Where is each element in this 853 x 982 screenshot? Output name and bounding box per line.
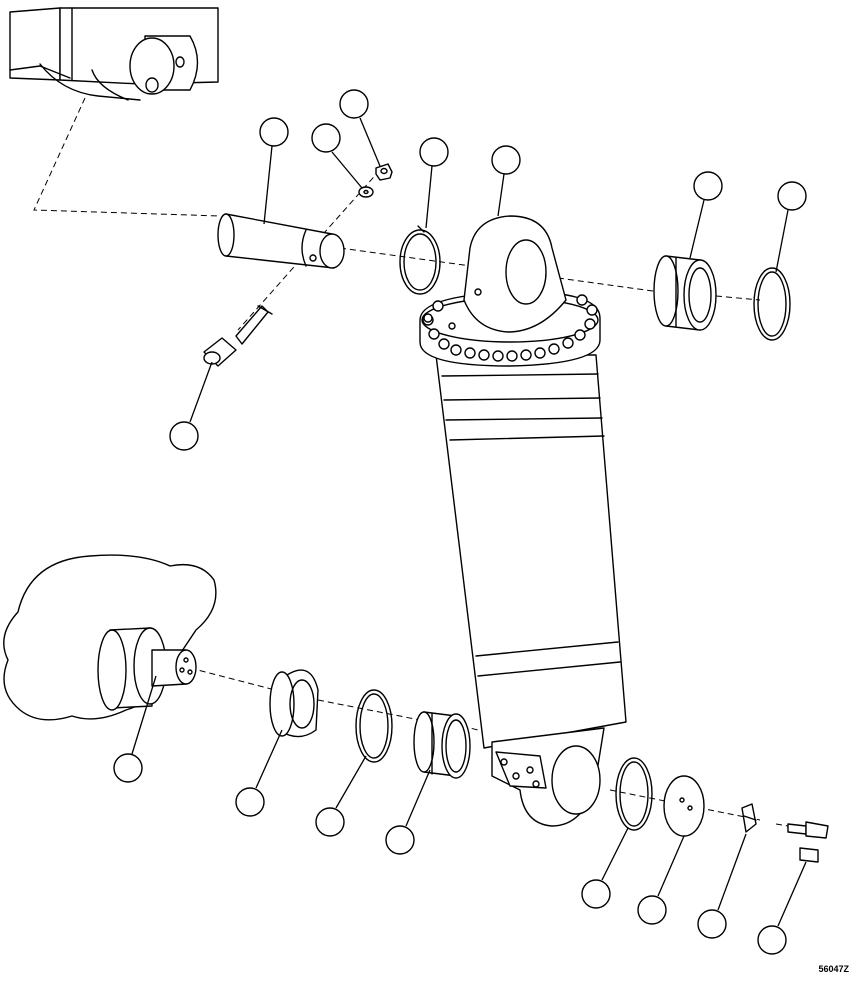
callout-upper-snap-ring-right (775, 181, 807, 273)
lower-spherical-bearing (413, 711, 471, 779)
assembly-centerlines (33, 97, 801, 829)
callout-upper-bearing (689, 171, 723, 259)
cap-screw-upper (787, 821, 829, 839)
lower-seal-spacer (269, 669, 319, 738)
lower-snap-ring-left (355, 689, 393, 763)
upper-spherical-bearing (653, 255, 717, 331)
callout-retainer-plate (637, 835, 685, 925)
callout-bolt (169, 361, 213, 451)
callout-lower-snap-ring-left (315, 755, 367, 837)
callout-lower-snap-ring-right (581, 827, 629, 909)
pivot-pin (217, 213, 345, 269)
retaining-bolt (203, 305, 273, 367)
upper-snap-ring-left (399, 225, 441, 295)
callout-pin (259, 117, 289, 225)
lower-mounting-boss (3, 554, 217, 721)
callout-cap-screw (757, 861, 807, 955)
callout-lower-bearing (385, 769, 431, 855)
retainer-plate (663, 775, 705, 837)
lower-snap-ring-right (615, 757, 653, 831)
cap-screw-lower (799, 847, 819, 863)
callout-lock-plate (697, 833, 747, 939)
callout-cylinder (491, 145, 521, 217)
upper-snap-ring-right (753, 267, 791, 341)
upper-mounting-bracket (9, 7, 219, 101)
washer (358, 186, 374, 198)
drawing-reference-code: 56047Z (818, 964, 849, 974)
lock-plate (741, 803, 757, 833)
callout-upper-snap-ring-left (419, 137, 449, 229)
callout-lower-spacer (235, 729, 283, 817)
callout-nut (339, 89, 381, 167)
callout-lower-mount (113, 675, 157, 783)
hydraulic-cylinder (419, 215, 627, 827)
callout-washer (311, 123, 363, 189)
lock-nut (375, 163, 393, 181)
